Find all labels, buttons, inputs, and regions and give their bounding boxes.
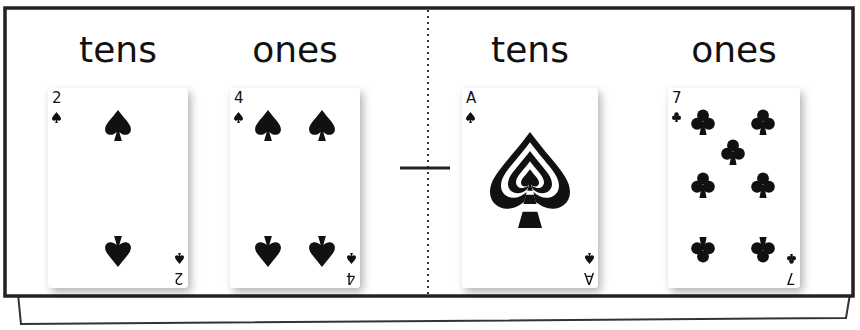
card-rank: 7 (786, 270, 796, 285)
back-sheet (18, 294, 850, 324)
card-rank: A (584, 270, 594, 285)
card-rank: A (466, 91, 476, 106)
playing-card: tensAA (462, 88, 598, 288)
minus-sign (400, 167, 450, 170)
card-rank: 2 (174, 270, 184, 285)
column-heading: tens (491, 30, 569, 70)
playing-card: ones77 (668, 88, 800, 288)
card-rank: 7 (672, 91, 682, 106)
card-rank: 4 (346, 270, 356, 285)
card-rank: 2 (52, 91, 62, 106)
pips (52, 110, 796, 267)
card-rank: 4 (234, 91, 244, 106)
playing-card: tens22 (48, 88, 188, 288)
column-heading: tens (79, 30, 157, 70)
column-heading: ones (691, 30, 777, 70)
column-heading: ones (252, 30, 338, 70)
playing-card: ones44 (230, 88, 360, 288)
divider (427, 10, 429, 294)
frame (5, 8, 853, 296)
card-faces (48, 88, 800, 288)
